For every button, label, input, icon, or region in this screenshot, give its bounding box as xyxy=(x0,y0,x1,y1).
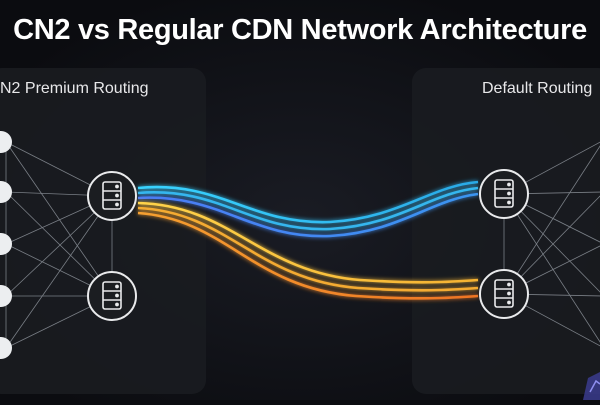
page-title: CN2 vs Regular CDN Network Architecture xyxy=(13,14,587,46)
premium-route-bundle xyxy=(137,180,479,238)
server-icon xyxy=(494,179,514,208)
endpoint-node xyxy=(0,181,12,203)
server-icon xyxy=(494,279,514,308)
premium-route-line xyxy=(137,192,479,238)
regular-route-line xyxy=(137,206,479,292)
server-icon xyxy=(102,281,122,310)
server-node-right-bottom xyxy=(479,269,529,319)
premium-route-line xyxy=(137,186,479,231)
endpoint-node xyxy=(0,285,12,307)
regular-route-line xyxy=(137,201,479,284)
left-panel-label: N2 Premium Routing xyxy=(0,80,149,97)
regular-route-line xyxy=(137,211,479,300)
server-icon xyxy=(102,181,122,210)
right-panel-label: Default Routing xyxy=(482,80,593,97)
server-node-left-top xyxy=(87,171,137,221)
regular-route-bundle xyxy=(137,201,479,300)
server-node-right-top xyxy=(479,169,529,219)
endpoint-node xyxy=(0,131,12,153)
server-node-left-bottom xyxy=(87,271,137,321)
left-endpoint-nodes xyxy=(0,131,12,359)
premium-route-line xyxy=(137,180,479,224)
endpoint-node xyxy=(0,337,12,359)
right-panel xyxy=(412,68,600,394)
shield-logo-icon xyxy=(583,372,600,400)
endpoint-node xyxy=(0,233,12,255)
left-panel xyxy=(0,68,206,394)
